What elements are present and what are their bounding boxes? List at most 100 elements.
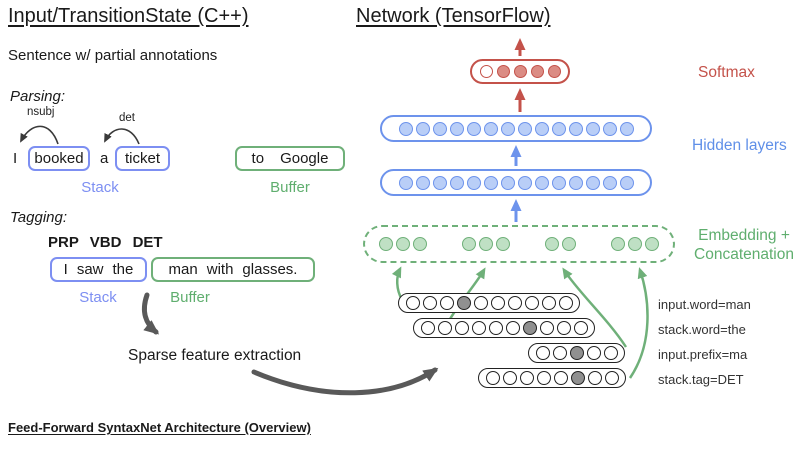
parse-token-booked: booked — [34, 150, 84, 167]
nsubj-arc-label: nsubj — [27, 106, 55, 118]
node-circle — [485, 371, 500, 385]
tag-token: with — [206, 261, 234, 278]
node-circle — [495, 237, 510, 251]
node-circle — [586, 346, 601, 360]
feature-row-4 — [478, 368, 626, 388]
parse-token-a: a — [100, 150, 109, 167]
det-arc-label: det — [119, 112, 135, 124]
node-circle — [398, 121, 413, 136]
node-circle — [553, 371, 568, 385]
tag-token: glasses. — [242, 261, 298, 278]
embedding-label-line2: Concatenation — [694, 246, 794, 263]
pos-tags: PRP VBD DET — [48, 234, 163, 251]
node-circle — [519, 371, 534, 385]
node-circle — [552, 346, 567, 360]
feature-label-3: input.prefix=ma — [658, 347, 748, 362]
node-circle — [534, 121, 549, 136]
node-circle — [517, 175, 532, 190]
node-circle — [483, 175, 498, 190]
node-circle — [628, 237, 643, 251]
softmax-label: Softmax — [698, 64, 755, 81]
tagging-to-extraction-arrow — [141, 292, 160, 335]
node-circle — [500, 121, 515, 136]
node-circle — [536, 371, 551, 385]
tag-stack-box: I saw the — [50, 257, 147, 282]
node-circle — [587, 371, 602, 385]
node-circle — [524, 296, 539, 310]
node-circle — [602, 175, 617, 190]
node-circle — [449, 175, 464, 190]
node-circle — [461, 237, 476, 251]
parse-stack-box-booked: booked — [28, 146, 90, 171]
hidden-layer-1 — [380, 115, 652, 142]
node-circle — [562, 237, 577, 251]
embed-group-1 — [377, 237, 428, 251]
node-circle — [603, 346, 618, 360]
tagging-section-label: Tagging: — [10, 209, 67, 226]
node-circle — [505, 321, 520, 335]
node-circle — [439, 296, 454, 310]
node-circle — [479, 65, 493, 78]
node-circle — [541, 296, 556, 310]
hidden-layers-label: Hidden layers — [692, 137, 787, 154]
node-circle — [611, 237, 626, 251]
parse-stack-box-ticket: ticket — [115, 146, 170, 171]
parse-buffer-label: Buffer — [270, 179, 310, 196]
feature-label-2: stack.word=the — [658, 322, 746, 337]
node-circle — [522, 321, 537, 335]
tag-token: I — [63, 261, 68, 278]
node-circle — [602, 121, 617, 136]
parse-token-to: to — [251, 150, 265, 167]
extraction-to-network-arrow — [251, 367, 439, 396]
hidden-layer-2 — [380, 169, 652, 196]
parse-token-ticket: ticket — [124, 150, 160, 167]
det-arc-arrow — [104, 128, 140, 145]
node-circle — [619, 121, 634, 136]
feature-row-2 — [413, 318, 595, 338]
node-circle — [535, 346, 550, 360]
embed-group-2 — [460, 237, 511, 251]
figure-caption: Feed-Forward SyntaxNet Architecture (Ove… — [8, 420, 311, 435]
node-circle — [545, 237, 560, 251]
node-circle — [398, 175, 413, 190]
node-circle — [500, 175, 515, 190]
node-circle — [539, 321, 554, 335]
node-circle — [432, 175, 447, 190]
node-circle — [604, 371, 619, 385]
tag-stack-label: Stack — [79, 289, 117, 306]
node-circle — [432, 121, 447, 136]
node-circle — [415, 121, 430, 136]
node-circle — [507, 296, 522, 310]
node-circle — [490, 296, 505, 310]
node-circle — [415, 175, 430, 190]
node-circle — [437, 321, 452, 335]
feature-to-embedding-arrow-4 — [628, 267, 649, 379]
sparse-extraction-label: Sparse feature extraction — [128, 347, 302, 364]
node-circle — [551, 121, 566, 136]
parse-stack-label: Stack — [81, 179, 119, 196]
tag-token: saw — [76, 261, 104, 278]
node-circle — [551, 175, 566, 190]
node-circle — [569, 346, 584, 360]
node-circle — [517, 121, 532, 136]
node-circle — [422, 296, 437, 310]
node-circle — [449, 121, 464, 136]
node-circle — [573, 321, 588, 335]
feature-row-3 — [528, 343, 625, 363]
parsing-section-label: Parsing: — [10, 88, 66, 105]
node-circle — [420, 321, 435, 335]
embedding-layer — [363, 225, 675, 263]
feature-label-1: input.word=man — [658, 297, 751, 312]
node-circle — [471, 321, 486, 335]
node-circle — [412, 237, 427, 251]
tag-buffer-label: Buffer — [170, 289, 210, 306]
right-panel-title: Network (TensorFlow) — [356, 5, 551, 27]
softmax-layer — [470, 59, 570, 84]
node-circle — [585, 175, 600, 190]
node-circle — [466, 175, 481, 190]
left-panel-title: Input/TransitionState (C++) — [8, 5, 249, 27]
node-circle — [454, 321, 469, 335]
feature-row-1 — [398, 293, 580, 313]
embedding-label-line1: Embedding + — [698, 227, 790, 244]
nsubj-arc-arrow — [20, 125, 59, 145]
